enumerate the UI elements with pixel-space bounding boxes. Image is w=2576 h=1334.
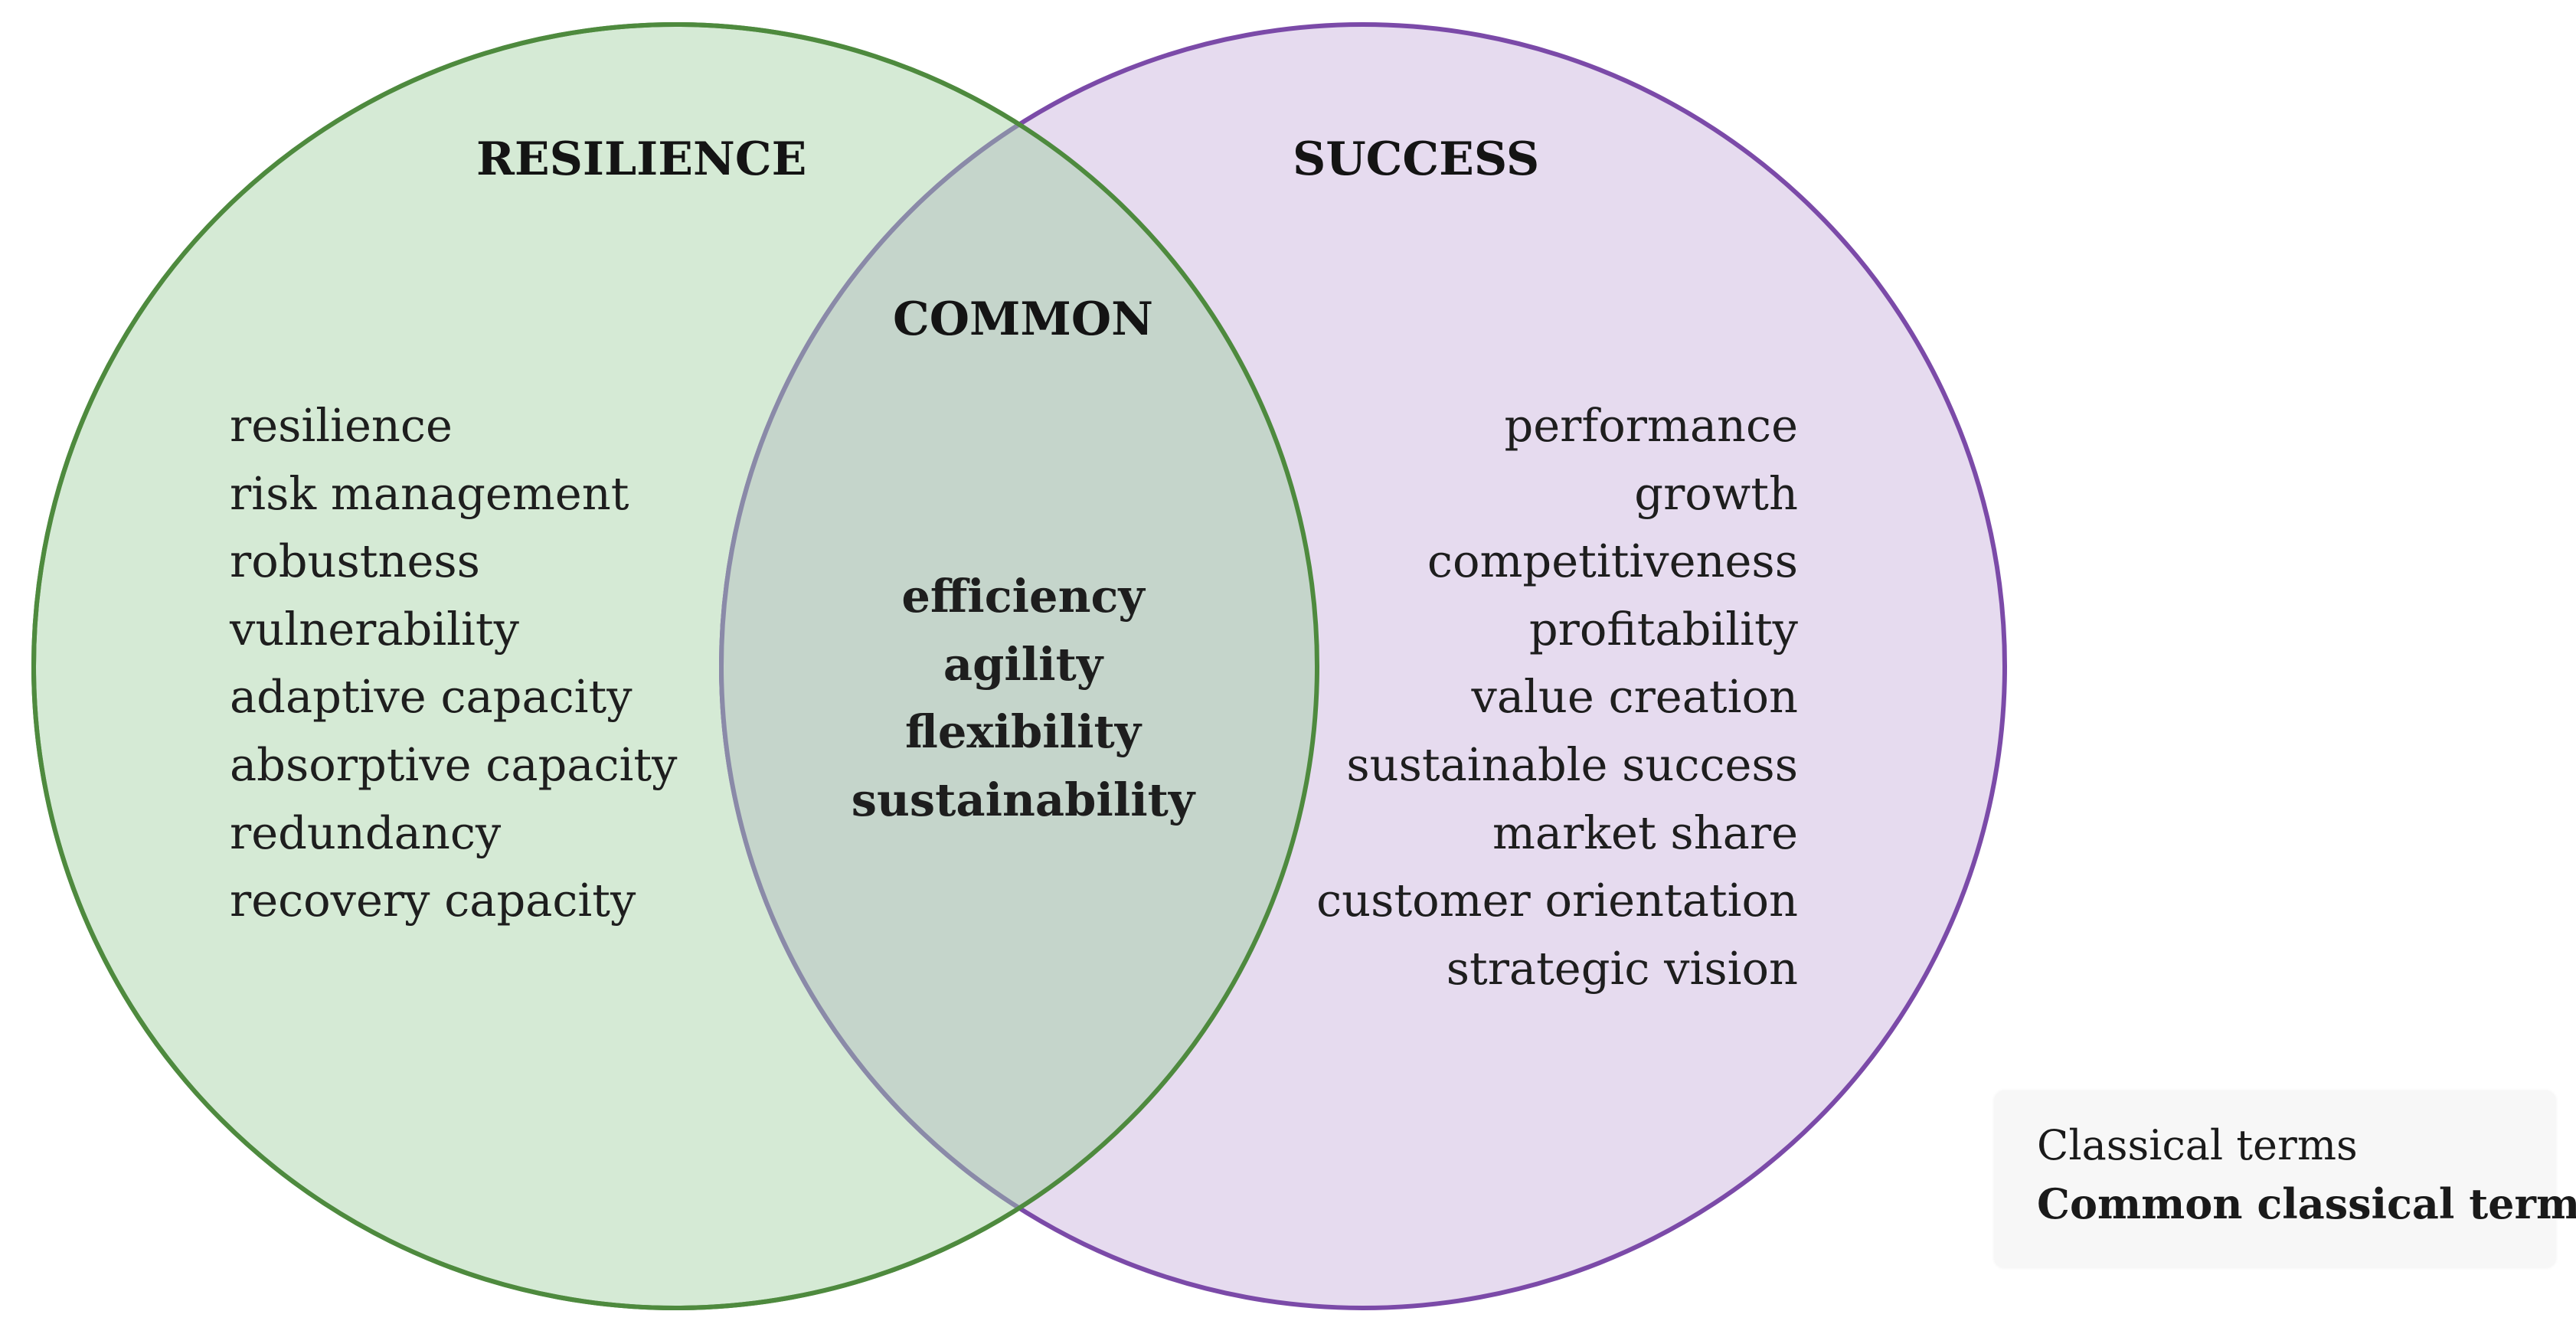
resilience-term: robustness [230,535,480,588]
common-term-list: efficiency agility flexibility sustainab… [793,563,1253,834]
common-term: sustainability [851,773,1195,826]
resilience-outline [31,22,1319,1310]
common-title: COMMON [893,293,1153,346]
resilience-term: resilience [230,399,453,452]
legend-classical-terms: Classical terms [2037,1121,2358,1169]
success-term: customer orientation [1316,874,1798,927]
resilience-term: absorptive capacity [230,737,678,791]
common-term: efficiency [901,570,1145,623]
resilience-title: RESILIENCE [476,132,807,186]
success-title: SUCCESS [1293,132,1540,186]
success-term: profitability [1528,602,1798,656]
success-term: sustainable success [1346,737,1798,791]
resilience-term-list: resilience risk management robustness vu… [230,392,677,935]
success-term: value creation [1471,670,1798,724]
success-term: strategic vision [1446,941,1798,995]
legend-common-classical-terms: Common classical terms [2037,1179,2576,1228]
success-term-list: performance growth competitiveness profi… [1316,392,1798,1002]
resilience-term: redundancy [230,806,502,859]
common-term: agility [943,637,1103,691]
resilience-term: risk management [230,466,629,520]
success-term: competitiveness [1427,535,1798,588]
intersection-edge [719,25,1317,1308]
legend-box: Classical terms Common classical terms [1994,1090,2576,1268]
resilience-term: recovery capacity [230,874,636,927]
success-term: performance [1504,399,1798,452]
intersection-region [721,25,1317,1308]
success-term: growth [1634,466,1798,520]
common-term: flexibility [904,705,1142,759]
resilience-term: adaptive capacity [230,670,633,724]
success-term: market share [1492,806,1798,859]
resilience-term: vulnerability [230,602,519,656]
